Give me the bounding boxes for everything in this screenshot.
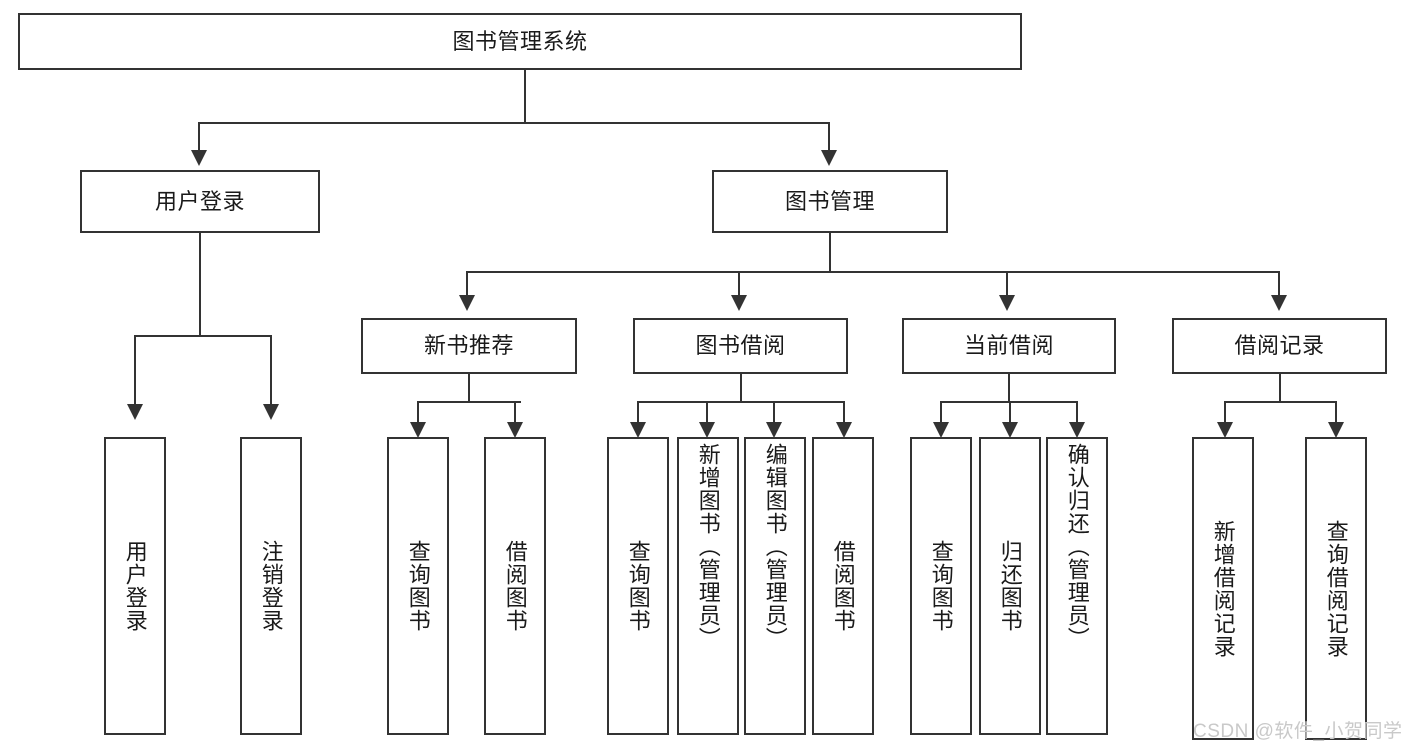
leaf-query-book-2-label: 查询图书 xyxy=(625,540,651,632)
arrow-cb-1 xyxy=(933,422,949,438)
leaf-edit-book[interactable]: 编辑图书（管理员） xyxy=(744,437,806,735)
connector-current-borrow-stem xyxy=(1008,374,1010,401)
leaf-return-book[interactable]: 归还图书 xyxy=(979,437,1041,735)
leaf-user-login-label: 用户登录 xyxy=(122,540,148,632)
arrow-root-to-user-login xyxy=(191,150,207,166)
leaf-return-book-label: 归还图书 xyxy=(997,540,1023,632)
connector-user-login-right xyxy=(270,335,272,404)
node-current-borrow[interactable]: 当前借阅 xyxy=(902,318,1116,374)
node-book-borrow-label: 图书借阅 xyxy=(695,333,786,359)
leaf-query-record[interactable]: 查询借阅记录 xyxy=(1305,437,1367,740)
connector-user-login-left xyxy=(134,335,136,404)
node-borrow-record[interactable]: 借阅记录 xyxy=(1172,318,1387,374)
leaf-add-book[interactable]: 新增图书（管理员） xyxy=(677,437,739,735)
connector-br-right xyxy=(1335,401,1337,422)
arrow-cb-3 xyxy=(1069,422,1085,438)
leaf-confirm-return-label: 确认归还（管理员） xyxy=(1064,443,1090,650)
connector-bb-3 xyxy=(773,401,775,422)
connector-bb-1 xyxy=(637,401,639,422)
connector-root-to-user-login xyxy=(198,122,200,150)
node-book-borrow[interactable]: 图书借阅 xyxy=(633,318,848,374)
arrow-user-login-left xyxy=(127,404,143,420)
connector-new-book-recommend-bus xyxy=(417,401,521,403)
leaf-edit-book-label: 编辑图书（管理员） xyxy=(762,443,788,650)
leaf-query-record-label: 查询借阅记录 xyxy=(1323,519,1349,658)
connector-bb-4 xyxy=(843,401,845,422)
connector-root-to-book-manage xyxy=(828,122,830,150)
arrow-nbr-right xyxy=(507,422,523,438)
leaf-borrow-book-1[interactable]: 借阅图书 xyxy=(484,437,546,735)
connector-to-book-borrow xyxy=(738,271,740,295)
connector-cb-1 xyxy=(940,401,942,422)
leaf-logout-login[interactable]: 注销登录 xyxy=(240,437,302,735)
connector-new-book-recommend-stem xyxy=(468,374,470,401)
leaf-query-book-2[interactable]: 查询图书 xyxy=(607,437,669,735)
leaf-add-book-label: 新增图书（管理员） xyxy=(695,443,721,650)
connector-bb-2 xyxy=(706,401,708,422)
connector-root-bus xyxy=(198,122,830,124)
connector-book-manage-bus xyxy=(466,271,1280,273)
leaf-borrow-book-2[interactable]: 借阅图书 xyxy=(812,437,874,735)
arrow-bb-3 xyxy=(766,422,782,438)
connector-book-borrow-stem xyxy=(740,374,742,401)
arrow-bb-2 xyxy=(699,422,715,438)
connector-cb-2 xyxy=(1009,401,1011,422)
leaf-logout-login-label: 注销登录 xyxy=(258,540,284,632)
arrow-to-book-borrow xyxy=(731,295,747,311)
arrow-bb-4 xyxy=(836,422,852,438)
leaf-query-book-1-label: 查询图书 xyxy=(405,540,431,632)
node-current-borrow-label: 当前借阅 xyxy=(963,333,1054,359)
leaf-borrow-book-1-label: 借阅图书 xyxy=(502,540,528,632)
node-user-login-label: 用户登录 xyxy=(154,188,245,214)
arrow-bb-1 xyxy=(630,422,646,438)
connector-cb-3 xyxy=(1076,401,1078,422)
leaf-borrow-book-2-label: 借阅图书 xyxy=(830,540,856,632)
connector-to-new-book-recommend xyxy=(466,271,468,295)
arrow-br-right xyxy=(1328,422,1344,438)
arrow-nbr-left xyxy=(410,422,426,438)
leaf-query-book-3-label: 查询图书 xyxy=(928,540,954,632)
connector-borrow-record-bus xyxy=(1224,401,1337,403)
connector-user-login-bus xyxy=(134,335,271,337)
connector-user-login-stem xyxy=(199,233,201,335)
leaf-add-record[interactable]: 新增借阅记录 xyxy=(1192,437,1254,740)
connector-to-current-borrow xyxy=(1006,271,1008,295)
connector-root-stem xyxy=(524,70,526,122)
leaf-add-record-label: 新增借阅记录 xyxy=(1210,519,1236,658)
node-user-login[interactable]: 用户登录 xyxy=(80,170,320,233)
connector-to-borrow-record xyxy=(1278,271,1280,295)
node-borrow-record-label: 借阅记录 xyxy=(1234,333,1325,359)
arrow-to-current-borrow xyxy=(999,295,1015,311)
node-new-book-recommend[interactable]: 新书推荐 xyxy=(361,318,577,374)
arrow-user-login-right xyxy=(263,404,279,420)
connector-book-borrow-bus xyxy=(637,401,845,403)
connector-borrow-record-stem xyxy=(1279,374,1281,401)
node-root[interactable]: 图书管理系统 xyxy=(18,13,1022,70)
leaf-confirm-return[interactable]: 确认归还（管理员） xyxy=(1046,437,1108,735)
arrow-to-borrow-record xyxy=(1271,295,1287,311)
node-book-manage-label: 图书管理 xyxy=(784,188,875,214)
leaf-user-login[interactable]: 用户登录 xyxy=(104,437,166,735)
arrow-root-to-book-manage xyxy=(821,150,837,166)
arrow-br-left xyxy=(1217,422,1233,438)
node-book-manage[interactable]: 图书管理 xyxy=(712,170,948,233)
leaf-query-book-1[interactable]: 查询图书 xyxy=(387,437,449,735)
connector-br-left xyxy=(1224,401,1226,422)
connector-book-manage-stem xyxy=(829,233,831,271)
node-root-label: 图书管理系统 xyxy=(452,28,588,54)
leaf-query-book-3[interactable]: 查询图书 xyxy=(910,437,972,735)
node-new-book-recommend-label: 新书推荐 xyxy=(423,333,514,359)
connector-nbr-left xyxy=(417,401,419,422)
arrow-to-new-book-recommend xyxy=(459,295,475,311)
connector-nbr-right xyxy=(514,401,516,422)
arrow-cb-2 xyxy=(1002,422,1018,438)
